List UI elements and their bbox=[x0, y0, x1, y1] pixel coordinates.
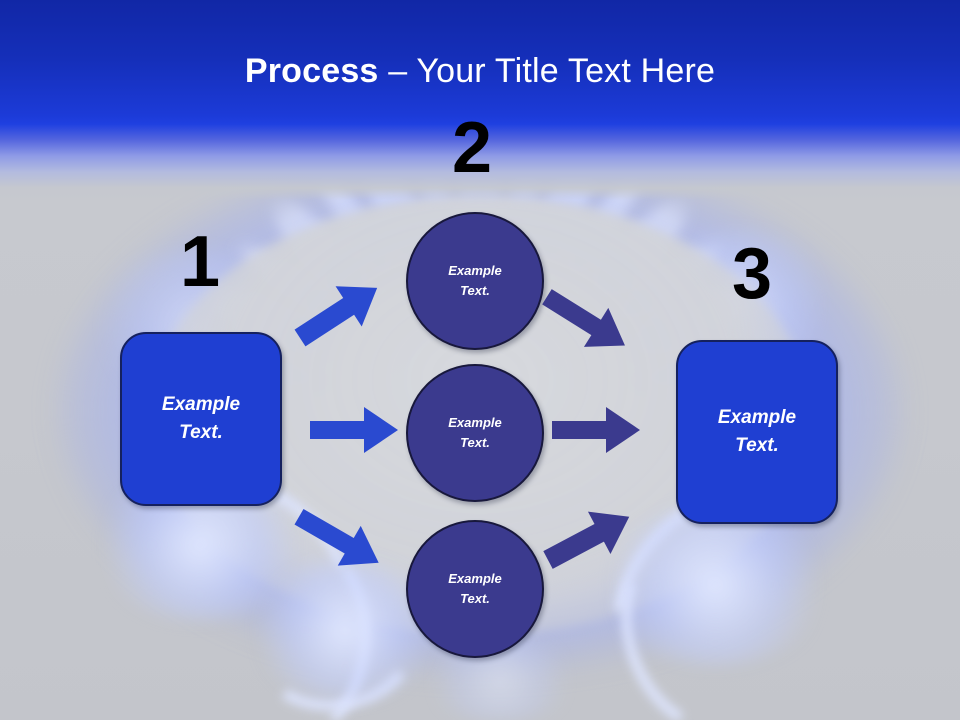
process-circle-middle-line1: Example bbox=[448, 414, 502, 430]
process-end-box[interactable]: Example Text. bbox=[676, 340, 838, 524]
process-circle-top-line2: Text. bbox=[460, 283, 490, 298]
process-start-box-text: Example Text. bbox=[162, 391, 240, 448]
arrow-up-right-icon bbox=[294, 278, 400, 348]
page-title-rest: – Your Title Text Here bbox=[378, 52, 716, 90]
process-end-box-line2: Text. bbox=[735, 435, 779, 456]
process-start-box-line1: Example bbox=[161, 393, 241, 415]
flame-glow-right bbox=[600, 505, 830, 665]
process-circle-middle[interactable]: Example Text. bbox=[406, 364, 544, 502]
step-number-1: 1 bbox=[179, 222, 221, 302]
page-title-strong: Process bbox=[244, 52, 379, 90]
process-circle-bottom-line1: Example bbox=[448, 570, 502, 586]
process-circle-top-line1: Example bbox=[448, 262, 502, 278]
step-number-3: 3 bbox=[731, 234, 773, 314]
process-end-box-line1: Example bbox=[717, 406, 797, 428]
arrow-right-dark-icon bbox=[552, 402, 644, 458]
process-circle-bottom[interactable]: Example Text. bbox=[406, 520, 544, 658]
process-circle-middle-line2: Text. bbox=[460, 435, 490, 450]
process-end-box-text: Example Text. bbox=[718, 404, 796, 461]
process-circle-bottom-line2: Text. bbox=[460, 591, 490, 606]
process-circle-top[interactable]: Example Text. bbox=[406, 212, 544, 350]
process-circle-bottom-text: Example Text. bbox=[448, 569, 501, 609]
title-band bbox=[0, 0, 960, 200]
arrow-down-right-icon bbox=[294, 505, 400, 575]
page-title: Process – Your Title Text Here bbox=[0, 52, 960, 91]
arrow-up-right-dark-icon bbox=[543, 500, 648, 570]
process-start-box-line2: Text. bbox=[179, 422, 223, 443]
process-start-box[interactable]: Example Text. bbox=[120, 332, 282, 506]
arrow-down-right-dark-icon bbox=[542, 285, 648, 360]
flame-glow-bottom-center bbox=[420, 640, 580, 720]
step-number-2: 2 bbox=[451, 108, 493, 188]
arrow-right-icon bbox=[310, 402, 402, 458]
process-circle-top-text: Example Text. bbox=[448, 261, 501, 301]
process-circle-middle-text: Example Text. bbox=[448, 413, 501, 453]
